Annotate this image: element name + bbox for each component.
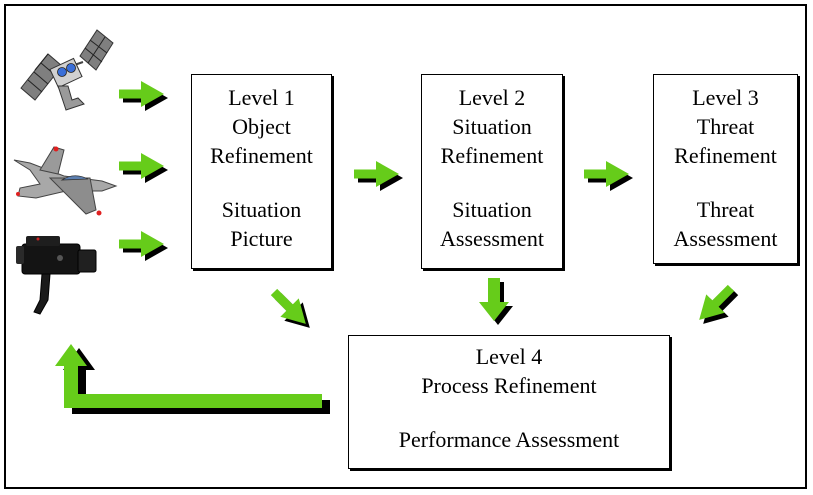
level-2-line-2: Situation xyxy=(452,114,532,139)
level-3-box: Level 3 Threat Refinement Threat Assessm… xyxy=(653,74,798,264)
level-2-line-3: Refinement xyxy=(440,143,544,168)
arrow-level3-to-level4 xyxy=(689,278,745,334)
level-3-line-2: Threat xyxy=(696,114,755,139)
level-1-line-5: Picture xyxy=(230,226,293,251)
diagram-frame xyxy=(4,4,807,489)
arrow-level1-to-level4 xyxy=(264,282,320,338)
video-camera-icon xyxy=(16,236,97,315)
arrow-level4-feedback xyxy=(55,344,330,414)
level-3-line-5: Assessment xyxy=(673,226,778,251)
level-4-box: Level 4 Process Refinement Performance A… xyxy=(348,335,670,469)
arrow-camera-to-level1 xyxy=(119,231,168,261)
level-3-line-4: Threat xyxy=(696,197,755,222)
level-2-title: Level 2 xyxy=(458,85,526,110)
level-1-line-3: Refinement xyxy=(210,143,313,168)
level-4-title: Level 4 xyxy=(475,344,543,369)
arrow-level1-to-level2 xyxy=(354,161,403,191)
arrow-jet-to-level1 xyxy=(119,153,168,183)
level-4-line-3: Performance Assessment xyxy=(398,427,620,452)
satellite-icon xyxy=(20,29,114,111)
fighter-jet-icon xyxy=(13,146,118,216)
level-4-line-2: Process Refinement xyxy=(421,373,597,398)
level-3-line-3: Refinement xyxy=(674,143,777,168)
level-1-line-2: Object xyxy=(232,114,291,139)
level-1-line-4: Situation xyxy=(221,197,302,222)
level-3-title: Level 3 xyxy=(692,85,759,110)
level-2-line-5: Assessment xyxy=(440,226,544,251)
level-2-box: Level 2 Situation Refinement Situation A… xyxy=(421,74,563,269)
arrow-level2-to-level3 xyxy=(584,161,633,191)
arrow-level2-to-level4 xyxy=(479,278,513,325)
arrow-satellite-to-level1 xyxy=(119,81,168,111)
level-1-box: Level 1 Object Refinement Situation Pict… xyxy=(191,74,332,269)
level-2-line-4: Situation xyxy=(452,197,532,222)
level-1-title: Level 1 xyxy=(228,85,295,110)
